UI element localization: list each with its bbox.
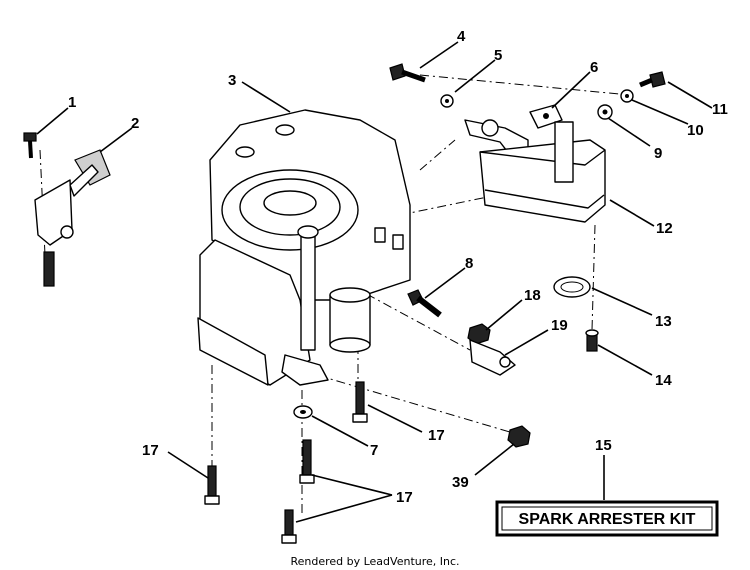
bolt-part-17-c	[299, 439, 315, 484]
washer-part-5	[440, 94, 454, 108]
callout-1: 1	[68, 94, 76, 111]
callout-10: 10	[687, 122, 704, 139]
callout-14: 14	[655, 372, 672, 389]
callout-17-a: 17	[428, 427, 445, 444]
bolt-part-17-a	[352, 381, 368, 423]
callout-4: 4	[457, 28, 466, 45]
bolt-part-17-d	[281, 509, 297, 544]
clamp-part-19	[469, 339, 516, 376]
spark-arrester-kit-box: SPARK ARRESTER KIT	[495, 500, 719, 537]
spark-arrester-part-13	[553, 276, 591, 298]
callout-6: 6	[590, 59, 598, 76]
washer-part-10	[620, 89, 634, 103]
callout-12: 12	[656, 220, 673, 237]
engine-part-3	[197, 109, 411, 386]
callout-11: 11	[712, 101, 728, 118]
leader-lines	[36, 41, 713, 523]
callout-3: 3	[228, 72, 236, 89]
muffler-part-12	[479, 121, 606, 223]
exhaust-pipe-part-6	[464, 104, 563, 156]
callout-15: 15	[595, 437, 612, 454]
callout-17-b: 17	[142, 442, 159, 459]
bolt-part-11	[639, 71, 666, 88]
bolt-part-8	[407, 289, 442, 318]
lock-washer-part-7	[293, 405, 313, 419]
throttle-bracket-part-2	[34, 149, 111, 287]
washer-part-9	[597, 104, 613, 120]
callout-2: 2	[131, 115, 139, 132]
bolt-part-1	[23, 132, 37, 159]
callout-17-c: 17	[396, 489, 413, 506]
callout-5: 5	[494, 47, 502, 64]
footer-credit: Rendered by LeadVenture, Inc.	[290, 555, 459, 568]
nut-part-18	[467, 323, 491, 345]
spark-arrester-kit-label: SPARK ARRESTER KIT	[519, 511, 696, 528]
callout-13: 13	[655, 313, 672, 330]
callout-numbers: 1 2 3 4 5 6 11 10 9 12 8 18 19 13 14 15 …	[68, 28, 728, 506]
callout-19: 19	[551, 317, 568, 334]
callout-9: 9	[654, 145, 662, 162]
bolt-part-4	[389, 63, 426, 83]
callout-39: 39	[452, 474, 469, 491]
callout-8: 8	[465, 255, 473, 272]
callout-18: 18	[524, 287, 541, 304]
callout-7: 7	[370, 442, 378, 459]
nut-part-39	[507, 425, 531, 448]
screw-part-14	[585, 329, 599, 352]
bolt-part-17-b	[204, 465, 220, 505]
